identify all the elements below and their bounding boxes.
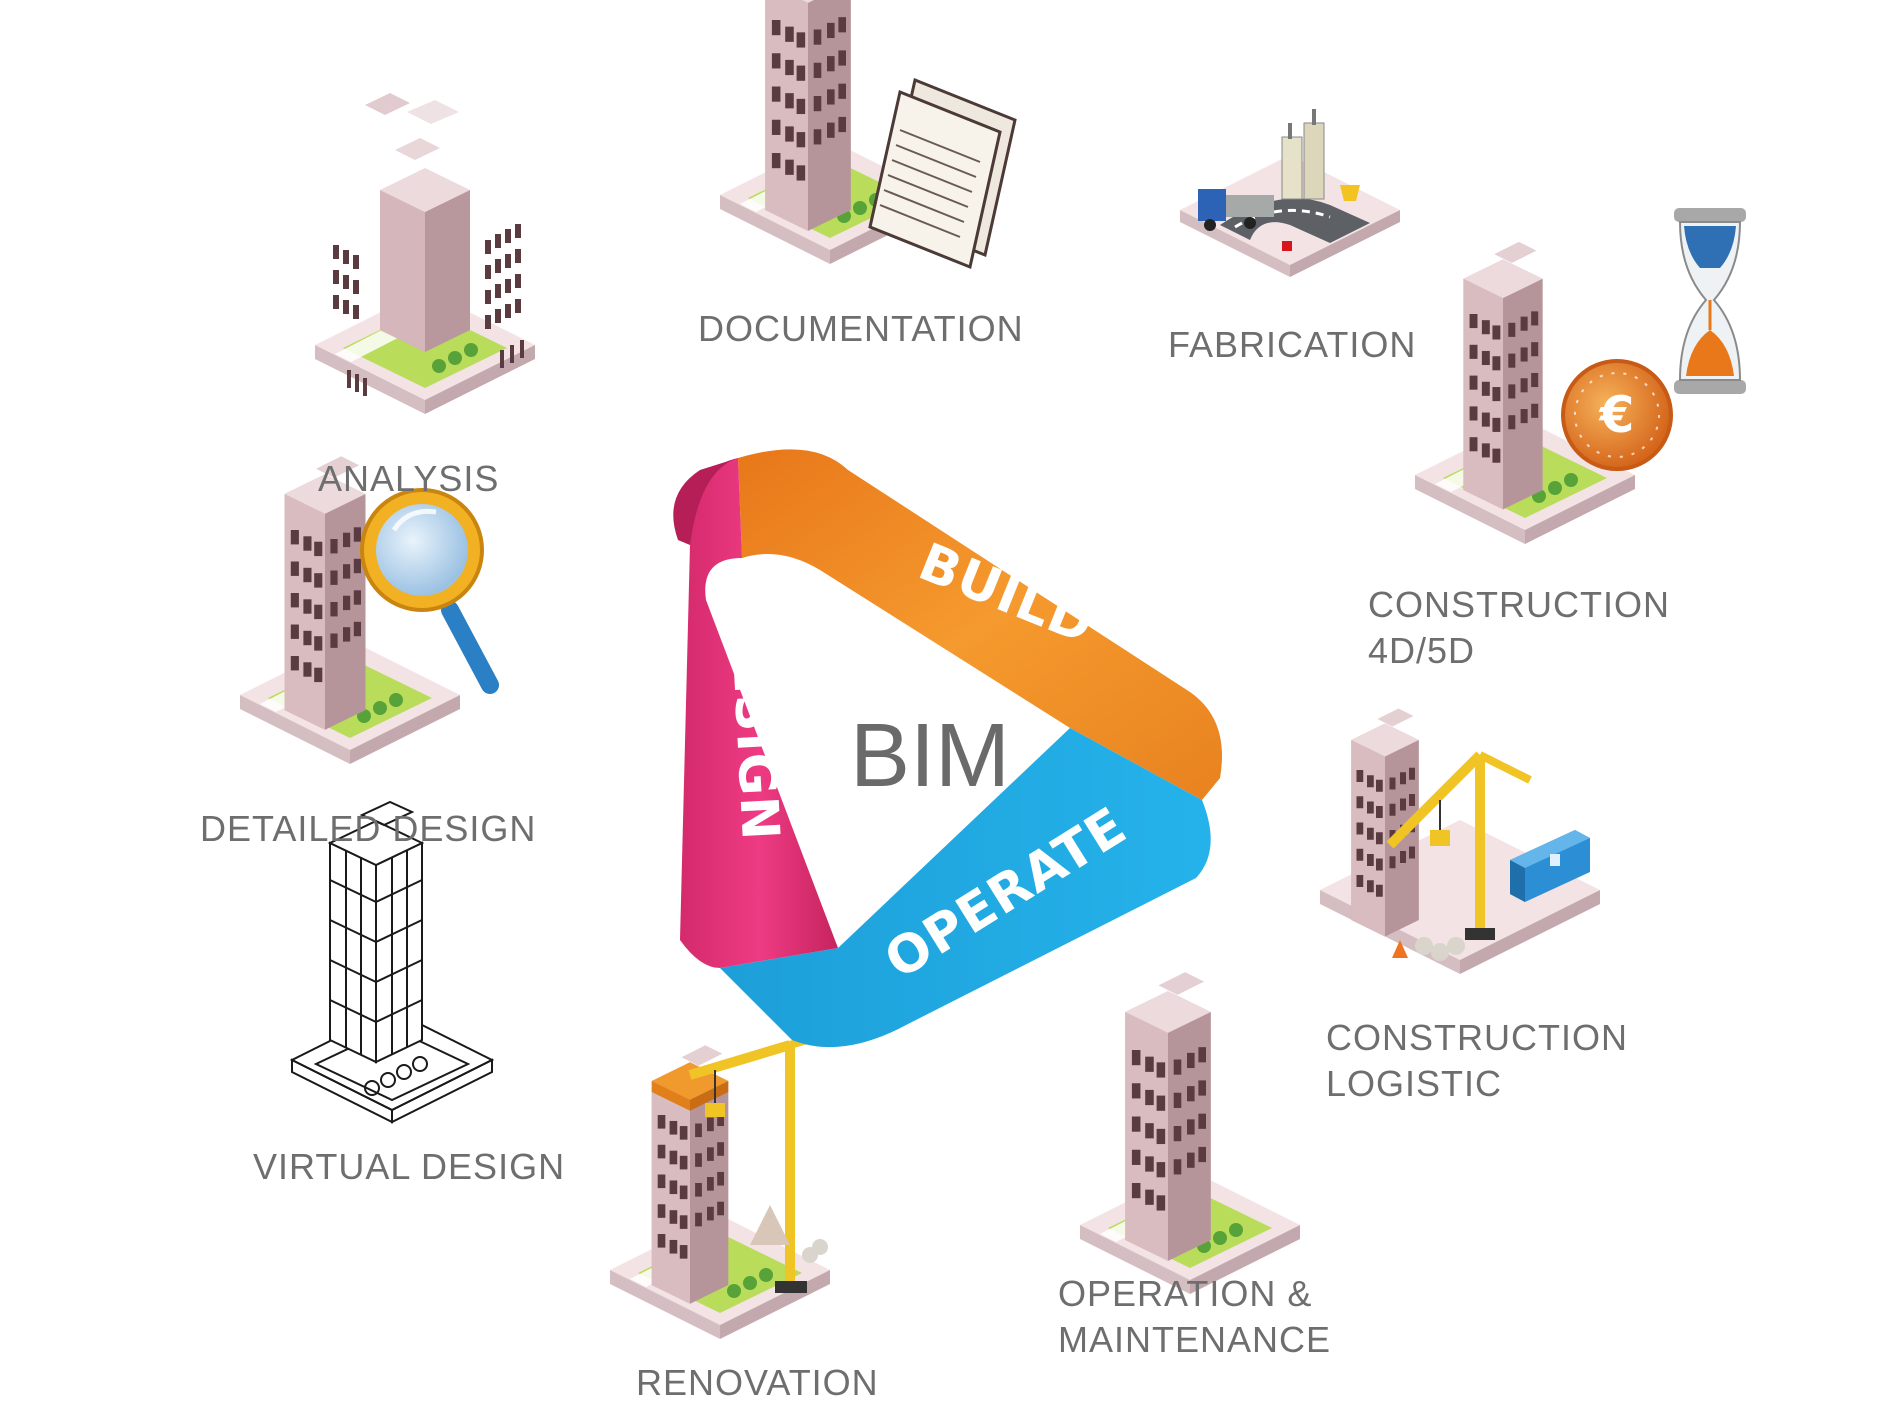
euro-symbol: € xyxy=(1599,386,1635,444)
label-virtual-design: VIRTUAL DESIGN xyxy=(253,1144,565,1190)
label-documentation-line-1: DOCUMENTATION xyxy=(698,308,1024,349)
label-construction-4d5d: CONSTRUCTION 4D/5D xyxy=(1368,582,1670,674)
bim-center-label: BIM xyxy=(850,706,1011,806)
design-label: DESIGN xyxy=(718,612,790,843)
bim-cycle: DESIGN BUILD OPERATE xyxy=(673,449,1222,1048)
container-icon xyxy=(1510,830,1590,902)
building-icon xyxy=(1080,972,1300,1294)
label-renovation: RENOVATION xyxy=(636,1360,879,1406)
label-fabrication-line-1: FABRICATION xyxy=(1168,324,1417,365)
euro-coin-icon: € xyxy=(1561,359,1673,471)
build-band xyxy=(738,449,1222,800)
building-crane-icon xyxy=(610,1029,832,1339)
operate-band xyxy=(720,728,1211,1048)
building-with-documents-icon xyxy=(720,0,1017,270)
wireframe-building-icon xyxy=(289,800,495,1124)
label-operation-maintenance: OPERATION & MAINTENANCE xyxy=(1058,1271,1331,1363)
label-fabrication: FABRICATION xyxy=(1168,322,1416,368)
label-detailed-design-line-1: DETAILED DESIGN xyxy=(200,808,537,849)
documents-icon xyxy=(868,77,1017,270)
magnifier-icon xyxy=(360,488,499,694)
exploded-building-icon xyxy=(315,93,535,414)
building-coin-hourglass-icon: € xyxy=(1415,208,1746,544)
design-band xyxy=(680,458,838,968)
label-documentation: DOCUMENTATION xyxy=(698,306,1024,352)
label-analysis: ANALYSIS xyxy=(318,456,499,502)
crane-icon xyxy=(1386,751,1532,940)
label-renovation-line-1: RENOVATION xyxy=(636,1362,879,1403)
label-analysis-line-1: ANALYSIS xyxy=(318,458,500,499)
building-crane-container-icon xyxy=(1320,708,1600,974)
label-construction-4d5d-line-1: CONSTRUCTION xyxy=(1368,584,1670,625)
label-construction-logistic-line-1: CONSTRUCTION xyxy=(1326,1017,1628,1058)
label-construction-logistic-line-2: LOGISTIC xyxy=(1326,1063,1503,1104)
factory-truck-road-icon xyxy=(1180,109,1400,277)
label-operation-maintenance-line-2: MAINTENANCE xyxy=(1058,1319,1332,1360)
label-construction-4d5d-line-2: 4D/5D xyxy=(1368,630,1476,671)
label-detailed-design: DETAILED DESIGN xyxy=(200,806,536,852)
label-construction-logistic: CONSTRUCTION LOGISTIC xyxy=(1326,1015,1628,1107)
hourglass-icon xyxy=(1674,208,1746,394)
building-magnifier-icon xyxy=(240,456,499,764)
label-virtual-design-line-1: VIRTUAL DESIGN xyxy=(253,1146,566,1187)
label-operation-maintenance-line-1: OPERATION & xyxy=(1058,1273,1313,1314)
